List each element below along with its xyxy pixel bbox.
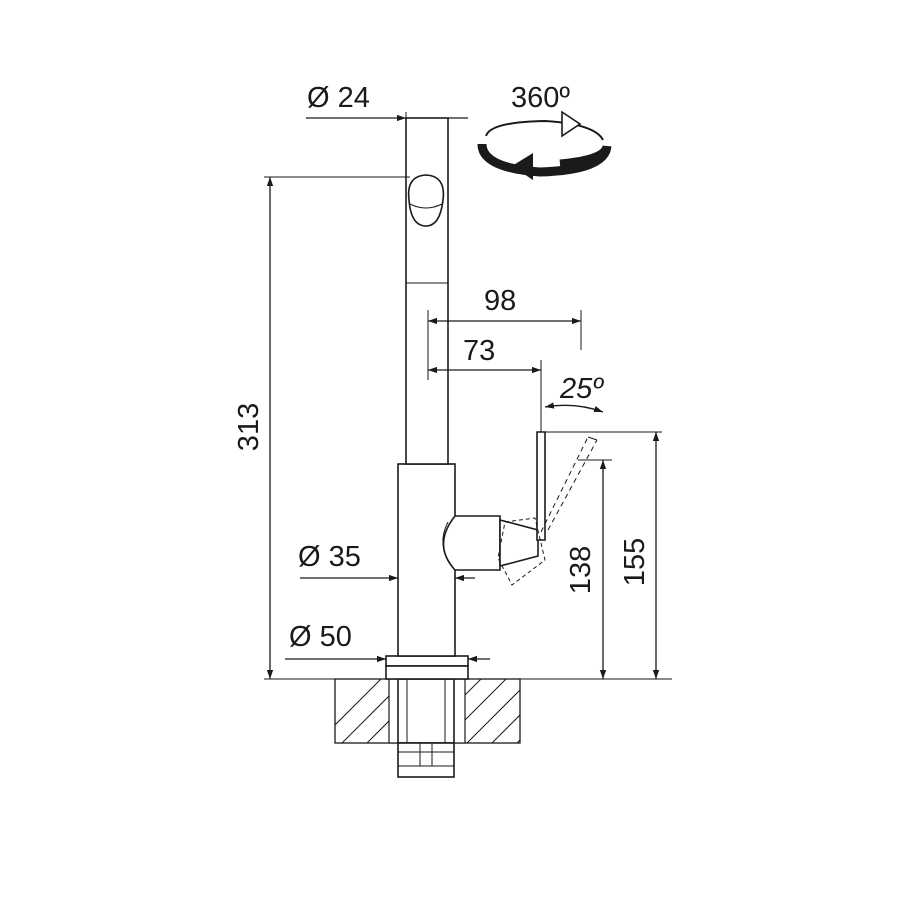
spout-head: [407, 174, 445, 227]
base-flange: [385, 655, 469, 680]
dimension-lever-height-low: 138: [565, 459, 612, 679]
dimension-lever-height-high: 155: [545, 431, 662, 679]
lever-height-high-label: 155: [619, 538, 651, 586]
dimension-reach-inner: 73: [428, 335, 542, 432]
spout-diameter-label: Ø 24: [307, 82, 370, 114]
mounting-shank: [397, 678, 455, 778]
rotation-label: 360º: [511, 82, 570, 114]
lever-height-low-label: 138: [565, 546, 597, 594]
dimension-lever-angle: 25º: [544, 373, 604, 413]
lever-tilted-outline: [497, 517, 546, 586]
lever-knuckle: [499, 518, 539, 568]
faucet-body: [397, 463, 456, 657]
dimension-body-diameter: Ø 35: [298, 541, 475, 582]
spout-tube: [405, 117, 449, 465]
lever-arm: [536, 431, 546, 541]
reach-inner-label: 73: [463, 335, 495, 367]
dimension-total-height: 313: [233, 176, 672, 680]
lever-handle: [442, 431, 598, 586]
cartridge-housing: [442, 515, 501, 571]
body-diameter-label: Ø 35: [298, 541, 361, 573]
lever-angle-label: 25º: [559, 373, 604, 405]
dimension-base-diameter: Ø 50: [285, 621, 490, 663]
rotation-icon: 360º: [477, 82, 612, 180]
reach-outer-label: 98: [484, 285, 516, 317]
dimension-reach-outer: 98: [427, 285, 582, 380]
dimension-spout-diameter: Ø 24: [306, 82, 468, 122]
total-height-label: 313: [233, 403, 265, 451]
base-diameter-label: Ø 50: [289, 621, 352, 653]
